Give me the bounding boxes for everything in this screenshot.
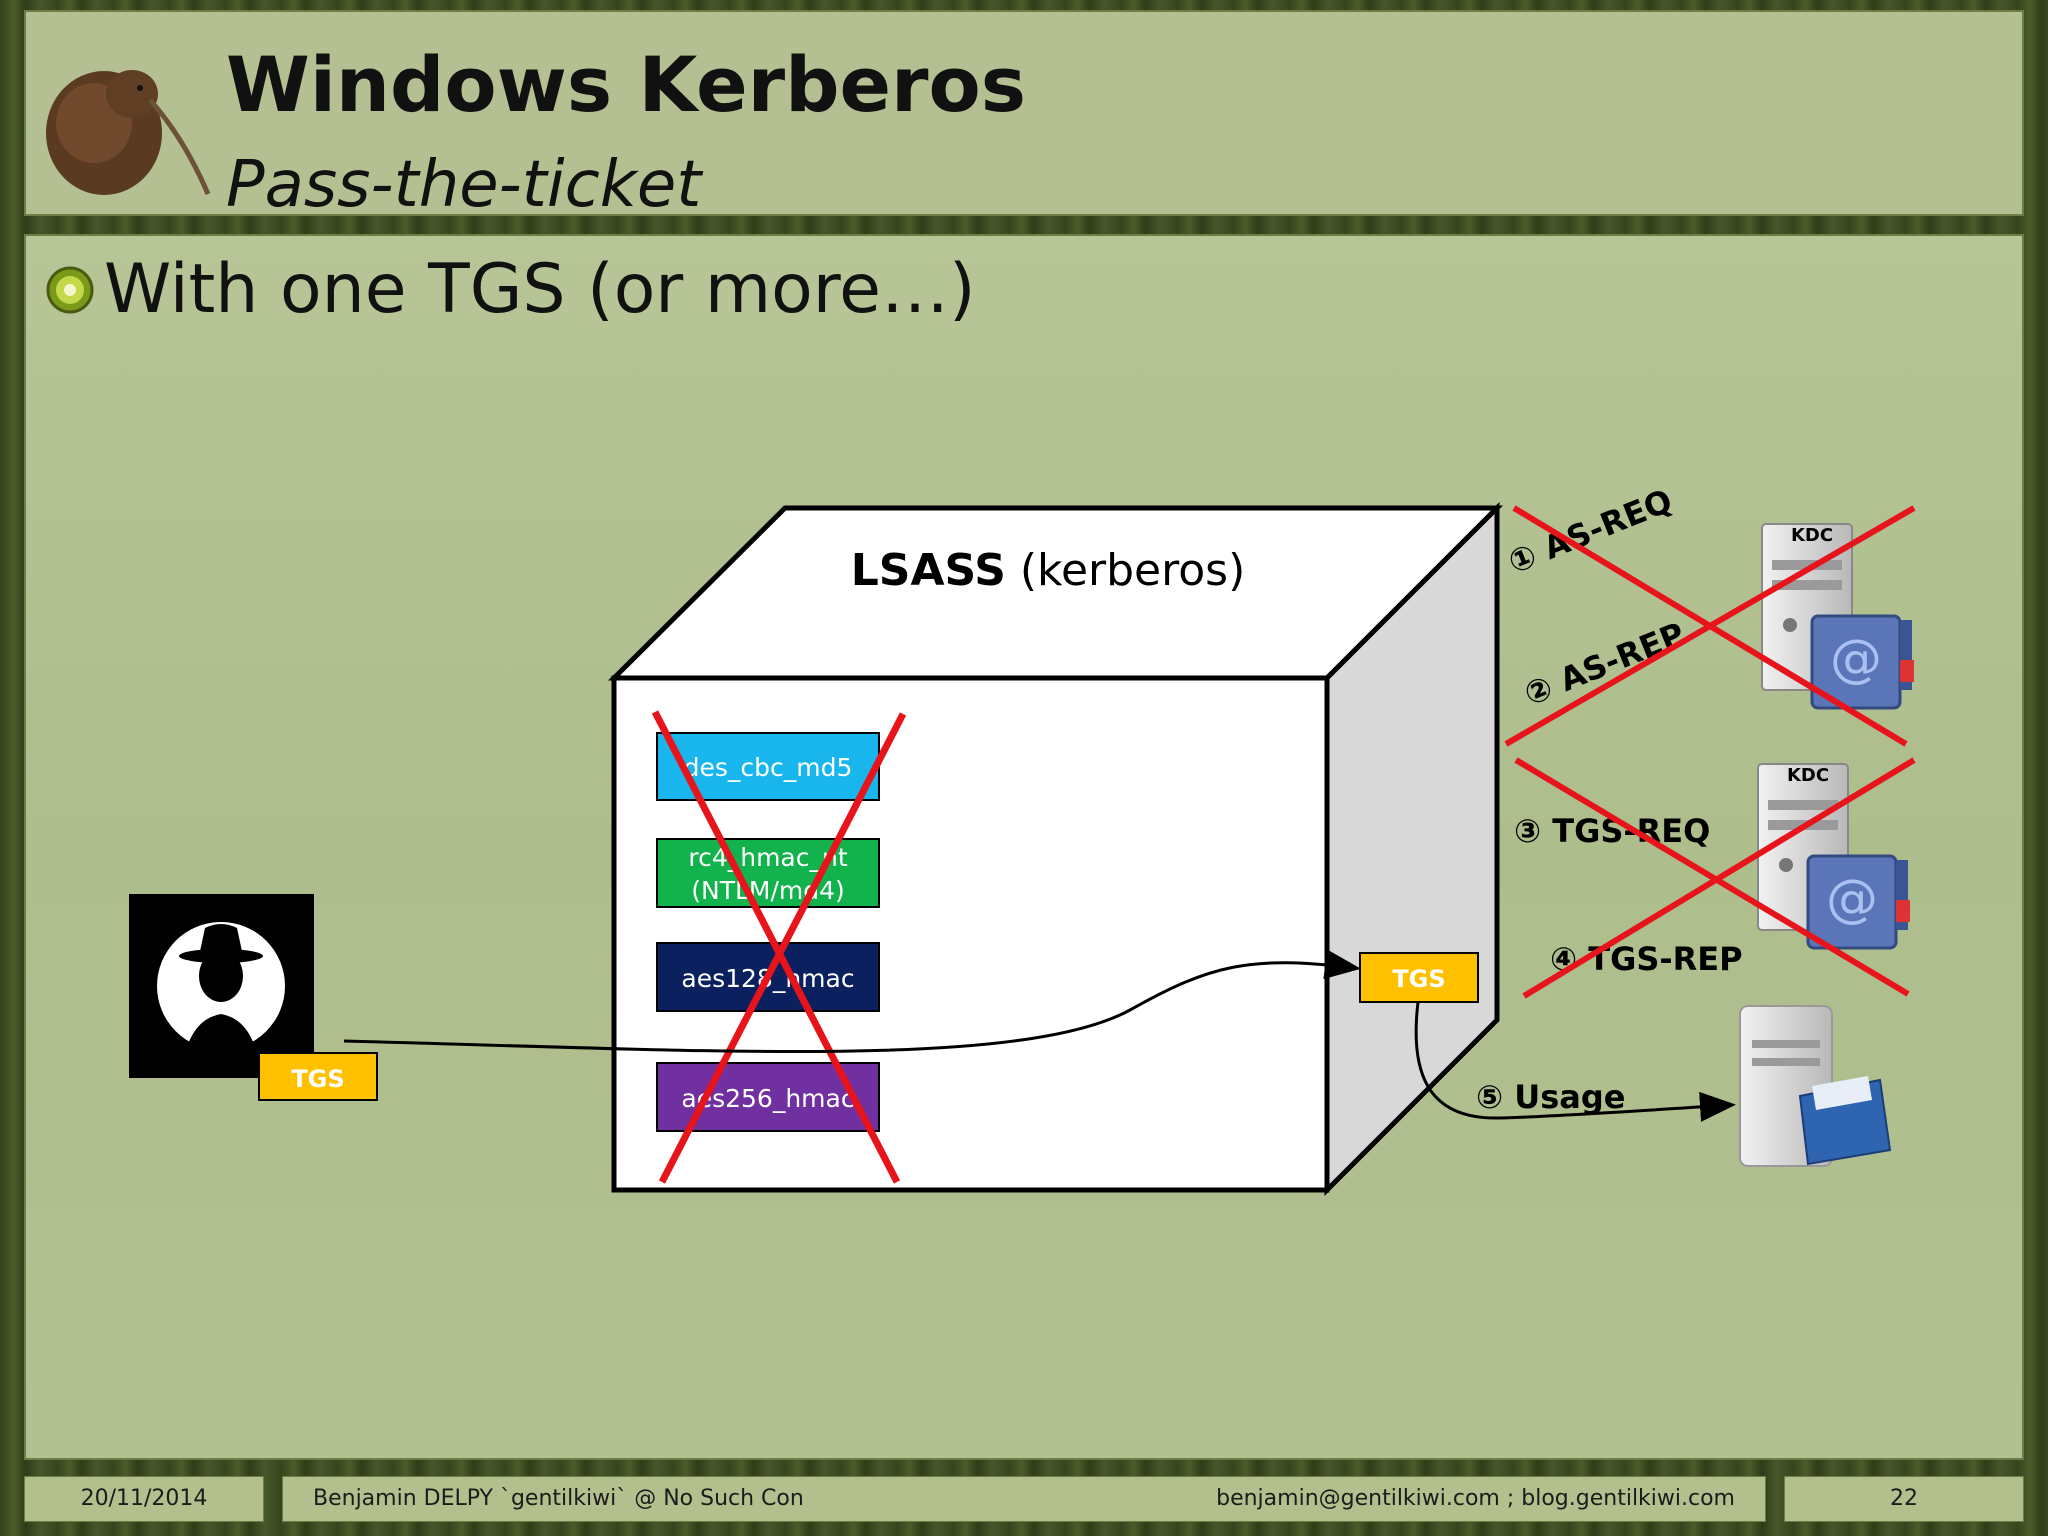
service-server-icon	[1739, 1005, 1892, 1167]
slide-subtitle: Pass-the-ticket	[226, 148, 702, 222]
attacker-icon	[129, 894, 314, 1078]
injection-arrow	[343, 949, 1361, 1054]
lsass-label: LSASS (kerberos)	[851, 545, 1246, 596]
ticket-label: TGS	[1392, 965, 1445, 993]
kdc-as-cross-out	[1504, 505, 1916, 747]
kdc-server-icon: @ KDC	[1757, 763, 1910, 950]
kdc-label: KDC	[1791, 525, 1833, 546]
step-4-tgs-rep: ④ TGS-REP	[1550, 940, 1743, 978]
key-label: des_cbc_md5	[684, 753, 853, 782]
footer-page-number: 22	[1784, 1476, 2024, 1522]
key-label-secondary: (NTLM/md4)	[691, 876, 845, 905]
kiwi-bird-logo	[46, 70, 211, 195]
injected-tgs-ticket: TGS	[1359, 952, 1479, 1003]
step-2-as-rep: ② AS-REP	[1519, 615, 1690, 714]
key-rc4-hmac-nt: rc4_hmac_nt (NTLM/md4)	[656, 838, 880, 908]
footer-contact: benjamin@gentilkiwi.com ; blog.gentilkiw…	[1216, 1486, 1735, 1511]
attacker-tgs-ticket: TGS	[258, 1052, 378, 1101]
title-bar	[24, 10, 2024, 216]
keys-cross-out	[651, 710, 907, 1184]
svg-text:@: @	[1830, 629, 1882, 689]
kdc-tgs-cross-out	[1514, 757, 1916, 999]
kdc-label: KDC	[1787, 765, 1829, 786]
kdc-server-icon: @ KDC	[1761, 523, 1914, 710]
slide-title: Windows Kerberos	[226, 40, 1026, 129]
footer-info: Benjamin DELPY `gentilkiwi` @ No Such Co…	[282, 1476, 1766, 1522]
step-1-as-req: ① AS-REQ	[1503, 481, 1678, 581]
kiwi-slice-bullet-icon	[46, 266, 94, 314]
key-des-cbc-md5: des_cbc_md5	[656, 732, 880, 801]
footer-author: Benjamin DELPY `gentilkiwi` @ No Such Co…	[313, 1486, 804, 1511]
svg-text:@: @	[1826, 869, 1878, 929]
step-5-usage: ⑤ Usage	[1476, 1078, 1625, 1116]
ticket-label: TGS	[291, 1065, 344, 1093]
footer-date: 20/11/2014	[24, 1476, 264, 1522]
usage-arrow	[1414, 1001, 1736, 1122]
bullet-text: With one TGS (or more…)	[104, 250, 976, 329]
